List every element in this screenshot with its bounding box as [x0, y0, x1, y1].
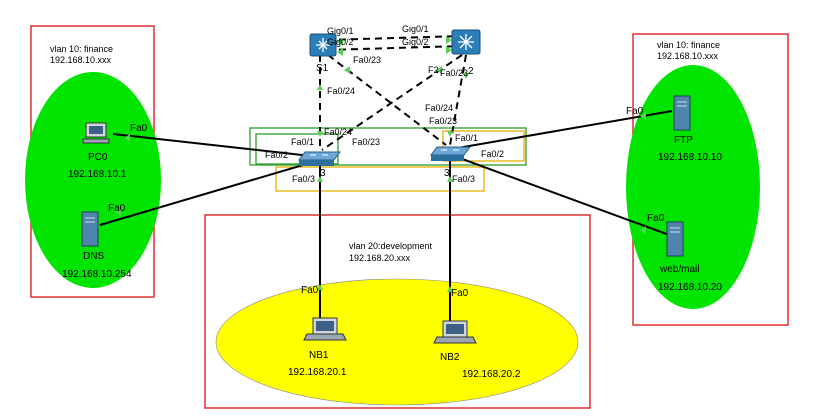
switch-left-icon[interactable]: [298, 151, 341, 166]
link-marker: [124, 134, 130, 142]
port-swl-fa03: Fa0/3: [292, 174, 315, 184]
nb2-laptop-icon[interactable]: [433, 320, 477, 344]
port-swl-fa01: Fa0/1: [291, 137, 314, 147]
zone-bottom-subnet: 192.168.20.xxx: [349, 253, 411, 263]
switch-s1-icon[interactable]: [309, 33, 337, 57]
port-swl-fa023: Fa0/23: [352, 137, 380, 147]
link-marker: [115, 208, 121, 216]
port-swl-fa024: Fa0/24: [324, 127, 352, 137]
port-swr-fa02: Fa0/2: [481, 149, 504, 159]
port-s1-gig01: Gig0/1: [327, 26, 354, 36]
pc0-icon[interactable]: [82, 122, 110, 144]
ftp-port: Fa0: [626, 106, 644, 117]
link-s1-s2-gig1: [326, 35, 463, 41]
port-s1-fa023: Fa0/23: [353, 55, 381, 65]
link-marker: [436, 66, 442, 74]
link-marker: [317, 131, 323, 137]
port-s2-gig01: Gig0/1: [402, 24, 429, 34]
zone-bottom-vlan: vlan 20:development: [349, 241, 433, 251]
link-marker: [640, 112, 646, 120]
zone-bottom-fill: [215, 278, 579, 406]
port-s2-gig02: Gig0/2: [402, 37, 429, 47]
link-marker: [317, 176, 323, 182]
ftp-name: FTP: [674, 135, 693, 146]
port-s2-f2: F2: [428, 65, 439, 75]
switch-s1-name: S1: [316, 63, 329, 74]
switch-right-icon[interactable]: [430, 146, 471, 161]
nb1-port: Fa0: [301, 285, 319, 296]
link-s2-swr: [449, 54, 467, 146]
web-port: Fa0: [647, 213, 665, 224]
link-dns-swl: [99, 159, 321, 226]
link-marker: [337, 48, 343, 56]
link-s1-s2-gig2: [326, 45, 463, 51]
dns-server-icon[interactable]: [81, 211, 99, 247]
nb1-ip: 192.168.20.1: [288, 367, 347, 378]
dns-name: DNS: [83, 251, 104, 262]
pc0-name: PC0: [88, 152, 108, 163]
nb1-laptop-icon[interactable]: [303, 317, 347, 341]
switch-left-tag: 3: [320, 168, 326, 179]
zone-right-fill: [626, 65, 760, 309]
trunk-yellow-box-bottom: [275, 166, 485, 192]
web-ip: 192.168.10.20: [658, 282, 722, 293]
web-server-icon[interactable]: [666, 221, 684, 257]
port-swr-fa03: Fa0/3: [452, 174, 475, 184]
link-marker: [446, 46, 452, 54]
dns-ip: 192.168.10.254: [62, 269, 132, 280]
nb2-ip: 192.168.20.2: [462, 369, 521, 380]
port-swl-fa02: Fa0/2: [265, 150, 288, 160]
port-swr-fa024: Fa0/24: [425, 103, 453, 113]
zone-bottom-border: [204, 214, 591, 409]
nb2-name: NB2: [440, 352, 460, 363]
zone-left-vlan: vlan 10: finance: [50, 44, 113, 54]
port-s1-fa024: Fa0/24: [327, 86, 355, 96]
ftp-server-icon[interactable]: [673, 95, 691, 131]
zone-left-fill: [25, 72, 161, 288]
link-marker: [447, 286, 453, 292]
ftp-ip: 192.168.10.10: [658, 152, 722, 163]
zone-right-vlan: vlan 10: finance: [657, 40, 720, 50]
link-marker: [463, 73, 469, 79]
pc0-ip: 192.168.10.1: [68, 169, 127, 180]
link-marker: [317, 84, 323, 90]
zone-right-subnet: 192.168.10.xxx: [657, 51, 719, 61]
link-swr-ftp: [445, 110, 673, 151]
right-switch-yellow-box-top: [442, 130, 525, 162]
link-marker: [337, 38, 343, 46]
link-marker: [640, 226, 646, 234]
pc0-port: Fa0: [130, 123, 148, 134]
nb1-name: NB1: [309, 350, 329, 361]
link-swr-web: [445, 152, 673, 237]
switch-s2-icon[interactable]: [451, 29, 481, 55]
zone-left-subnet: 192.168.10.xxx: [50, 55, 112, 65]
nb2-port: Fa0: [451, 288, 469, 299]
switch-right-tag: 3: [444, 168, 450, 179]
link-marker: [447, 131, 453, 137]
port-s1-gig02: Gig0/2: [327, 37, 354, 47]
web-name: web/mail: [659, 264, 699, 275]
switch-s2-name: 2: [468, 66, 474, 77]
link-pc0-swl: [112, 133, 321, 158]
access-switch-group-box: [249, 127, 527, 166]
link-marker: [344, 66, 350, 74]
link-marker: [447, 176, 453, 182]
link-marker: [317, 284, 323, 290]
port-s2-fa023: Fa0/23: [440, 68, 468, 78]
port-swr-fa01: Fa0/1: [455, 133, 478, 143]
dns-port: Fa0: [108, 203, 126, 214]
port-swr-fa023: Fa0/23: [429, 116, 457, 126]
link-marker: [446, 36, 452, 44]
